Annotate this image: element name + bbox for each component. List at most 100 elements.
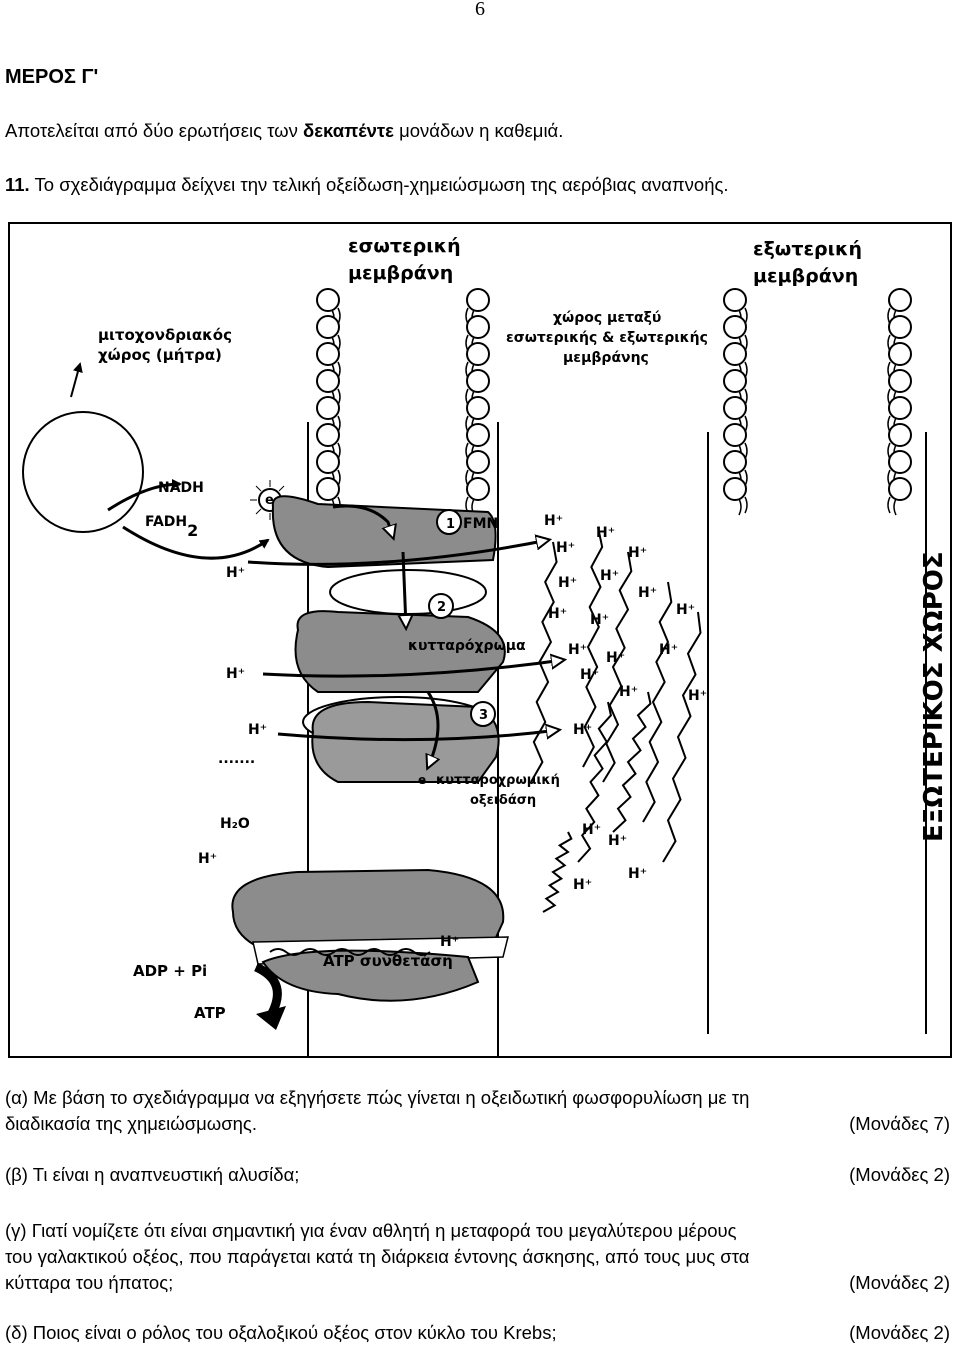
- proton-label: H⁺: [606, 650, 625, 666]
- proton-label: H⁺: [600, 568, 619, 584]
- site-1-circle: [436, 509, 462, 535]
- intro-text: Αποτελείται από δύο ερωτήσεις των: [5, 120, 304, 141]
- part-d: (δ) Ποιος είναι ο ρόλος του οξαλοξικού ο…: [5, 1320, 955, 1346]
- fadh2-label-main: FADH: [145, 514, 187, 530]
- cyt-oxidase-label-1: κυτταροχρωμική: [436, 773, 560, 788]
- phospholipid-head: [316, 288, 341, 327]
- proton-label: H⁺: [676, 602, 695, 618]
- outer-membrane-label-1: εξωτερική: [753, 238, 862, 260]
- inner-membrane-label-1: εσωτερική: [348, 235, 461, 257]
- phospholipid-head: [465, 288, 490, 327]
- proton-label: H⁺: [226, 666, 245, 682]
- atp-synthase-label: ATP συνθετάση: [323, 952, 453, 970]
- part-a-line-1: (α) Με βάση το σχεδιάγραμμα να εξηγήσετε…: [5, 1087, 750, 1108]
- part-c-line-1: (γ) Γιατί νομίζετε ότι είναι σημαντική γ…: [5, 1220, 737, 1241]
- part-c-line-3: κύτταρα του ήπατος;: [5, 1272, 174, 1293]
- matrix-circle: [22, 411, 144, 533]
- site-2-number: 2: [437, 600, 446, 615]
- phospholipid-head: [723, 288, 748, 327]
- inner-membrane-label-2: μεμβράνη: [348, 262, 453, 284]
- question-text: Το σχεδιάγραμμα δείχνει την τελική οξείδ…: [29, 174, 729, 195]
- atp-arrow-head: [256, 1006, 286, 1030]
- electron-flow-arrow-1: [332, 504, 393, 537]
- dots-label: .......: [218, 751, 255, 767]
- part-d-text: (δ) Ποιος είναι ο ρόλος του οξαλοξικού ο…: [5, 1322, 557, 1343]
- proton-label: H⁺: [596, 525, 615, 541]
- inner-membrane-phospholipids: [316, 288, 490, 516]
- phospholipid-head: [465, 396, 490, 435]
- proton-label: H⁺: [580, 667, 599, 683]
- part-b-text: (β) Τι είναι η αναπνευστική αλυσίδα;: [5, 1164, 300, 1185]
- phospholipid-head: [465, 450, 490, 489]
- part-d-row: (δ) Ποιος είναι ο ρόλος του οξαλοξικού ο…: [5, 1320, 955, 1346]
- proton-label: H⁺: [590, 612, 609, 628]
- site-2-circle: [428, 593, 454, 619]
- proton-label: H⁺: [544, 513, 563, 529]
- site-3-number: 3: [479, 708, 488, 723]
- proton-label: H⁺: [573, 722, 592, 738]
- part-a-marks: (Μονάδες 7): [849, 1113, 950, 1134]
- proton-label: H⁺: [548, 606, 567, 622]
- matrix-label-1: μιτοχονδριακός: [98, 326, 232, 344]
- intermembrane-label-1: χώρος μεταξύ: [553, 310, 661, 326]
- phospholipid-head: [723, 477, 748, 516]
- proton-label: H⁺: [248, 722, 267, 738]
- phospholipid-head: [465, 342, 490, 381]
- proton-label: H⁺: [619, 684, 638, 700]
- phospholipid-head: [887, 477, 912, 516]
- proton-label: H⁺: [628, 866, 647, 882]
- matrix-label-2: χώρος (μήτρα): [98, 346, 222, 364]
- part-c: (γ) Γιατί νομίζετε ότι είναι σημαντική γ…: [5, 1218, 955, 1296]
- part-a-line-2-row: διαδικασία της χημειώσμωσης.(Μονάδες 7): [5, 1111, 955, 1137]
- proton-diffusion-line: [612, 691, 652, 833]
- fadh2-subscript: 2: [187, 521, 198, 540]
- proton-pump-arrow-1: [247, 540, 548, 566]
- proton-label: H⁺: [688, 688, 707, 704]
- question-number: 11.: [5, 174, 30, 195]
- proton-label: H⁺: [638, 585, 657, 601]
- intro-text-end: μονάδων η καθεμιά.: [393, 120, 564, 141]
- phospholipid-head: [887, 423, 912, 462]
- phospholipid-head: [723, 342, 748, 381]
- part-b-row: (β) Τι είναι η αναπνευστική αλυσίδα; (Μον…: [5, 1162, 955, 1188]
- site-1-number: 1: [446, 517, 455, 532]
- electron-flow-arrow-2: [403, 551, 406, 627]
- electron-label-2: e: [418, 773, 426, 787]
- intermembrane-label-2: εσωτερικής & εξωτερικής: [506, 330, 708, 346]
- matrix-pointer-arrow: [70, 362, 83, 398]
- atp-synthase-wave: [269, 948, 431, 956]
- part-c-line-2: του γαλακτικού οξέος, που παράγεται κατά…: [5, 1246, 750, 1267]
- proton-diffusion-line: [642, 581, 673, 823]
- atp-label: ATP: [194, 1004, 226, 1022]
- proton-label: H⁺: [568, 642, 587, 658]
- part-c-marks: (Μονάδες 2): [849, 1272, 950, 1293]
- proton-label: H⁺: [573, 877, 592, 893]
- cyt-oxidase-label-2: οξειδάση: [470, 793, 536, 808]
- page-number: 6: [475, 0, 485, 20]
- proton-label: H⁺: [582, 822, 601, 838]
- external-space-label: ΕΞΩΤΕΡΙΚΟΣ ΧΩΡΟΣ: [919, 551, 949, 842]
- nadh-arrow: [107, 479, 182, 512]
- outer-membrane-phospholipids: [723, 288, 912, 516]
- proton-label: H⁺: [440, 934, 459, 950]
- proton-pump-arrow-3: [277, 730, 558, 742]
- cytochrome-label: κυτταρόχρωμα: [408, 638, 526, 654]
- part-b-marks: (Μονάδες 2): [849, 1164, 950, 1185]
- intermembrane-label-3: μεμβράνης: [563, 350, 649, 366]
- outer-membrane-label-2: μεμβράνη: [753, 265, 858, 287]
- electron-flow-arrow-3: [428, 691, 438, 767]
- atp-synthase-base: [261, 949, 480, 1002]
- proton-label: H⁺: [608, 833, 627, 849]
- part-a: (α) Με βάση το σχεδιάγραμμα να εξηγήσετε…: [5, 1085, 955, 1137]
- proton-diffusion-line: [530, 541, 558, 783]
- proton-label: H⁺: [628, 545, 647, 561]
- proton-pump-arrow-2: [262, 660, 563, 678]
- proton-label: H⁺: [198, 851, 217, 867]
- phospholipid-head: [316, 423, 341, 462]
- fadh2-arrow: [122, 525, 270, 560]
- part-c-line-3-row: κύτταρα του ήπατος; (Μονάδες 2): [5, 1270, 955, 1296]
- proton-diffusion-line: [662, 611, 702, 863]
- proton-diffusion-line: [577, 701, 613, 863]
- intro-bold: δεκαπέντε: [303, 120, 394, 141]
- part-b: (β) Τι είναι η αναπνευστική αλυσίδα; (Μον…: [5, 1162, 955, 1188]
